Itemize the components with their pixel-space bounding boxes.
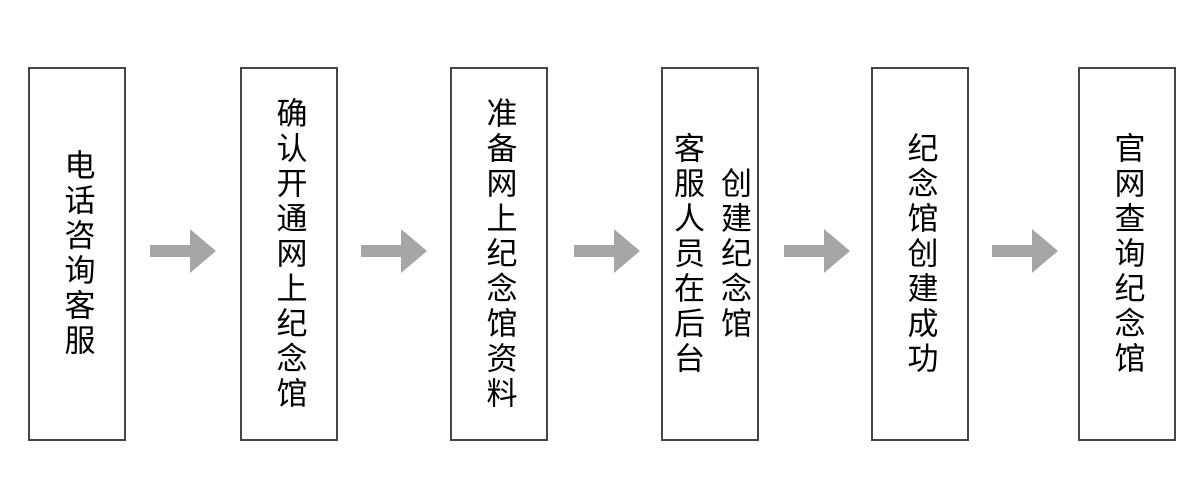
flow-step-1: 电话咨询客服 — [28, 67, 126, 441]
flow-step-5: 纪念馆创建成功 — [871, 67, 969, 441]
right-arrow-icon — [784, 229, 850, 273]
flow-step-2-label: 确认开通网上纪念馆 — [271, 96, 307, 412]
flow-step-2: 确认开通网上纪念馆 — [240, 67, 338, 441]
right-arrow-icon — [361, 229, 427, 273]
flow-step-5-label: 纪念馆创建成功 — [902, 131, 938, 377]
right-arrow-icon — [574, 229, 640, 273]
right-arrow-icon — [150, 229, 216, 273]
flow-step-6: 官网查询纪念馆 — [1078, 67, 1176, 441]
flow-step-3-label: 准备网上纪念馆资料 — [481, 96, 517, 412]
flow-step-4-label: 客服人员在后台 创建纪念馆 — [669, 131, 751, 377]
flow-step-4: 客服人员在后台 创建纪念馆 — [661, 67, 759, 441]
flow-step-3: 准备网上纪念馆资料 — [450, 67, 548, 441]
flow-step-1-label: 电话咨询客服 — [59, 149, 95, 359]
flow-step-6-label: 官网查询纪念馆 — [1109, 131, 1145, 377]
right-arrow-icon — [992, 229, 1058, 273]
